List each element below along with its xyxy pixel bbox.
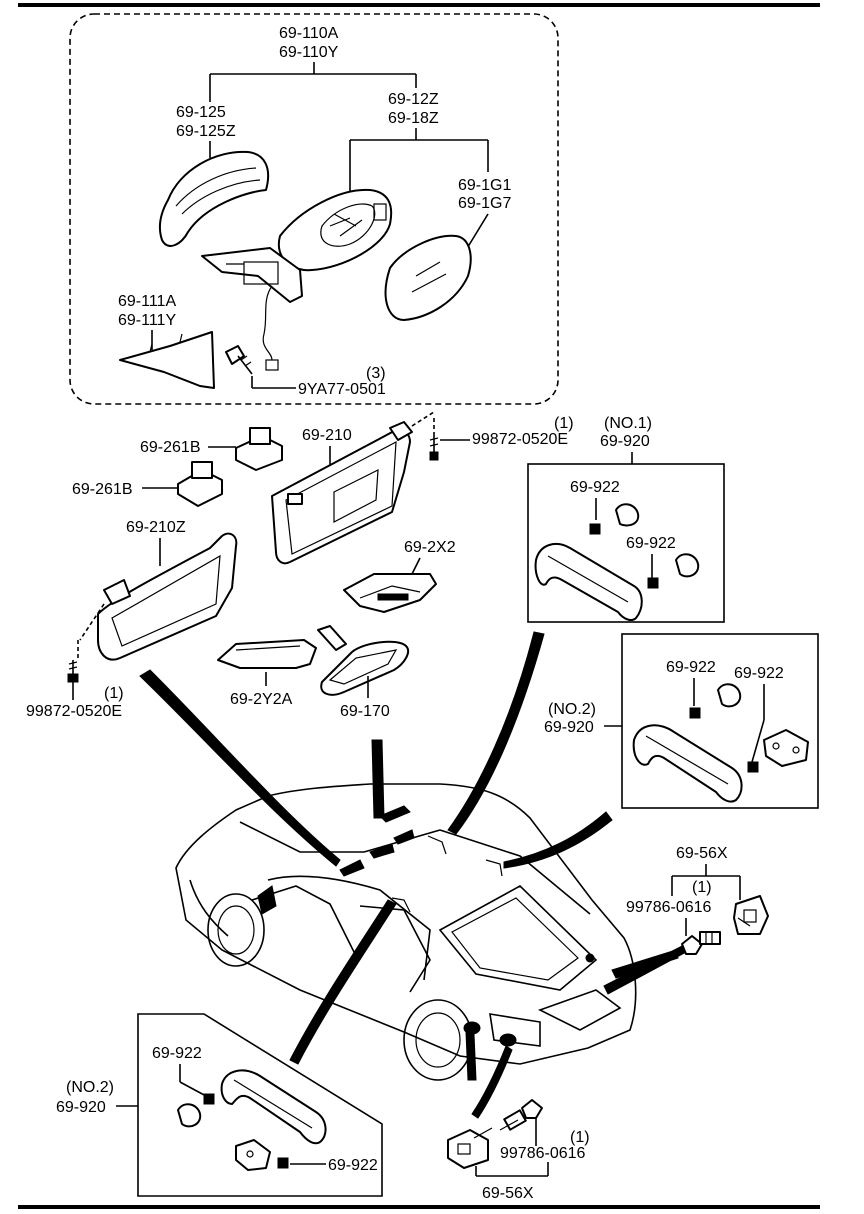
label-grip-no2-right-qty: (NO.2) — [548, 701, 596, 718]
label-visor-clip-lower: 69-261B — [72, 481, 133, 498]
label-trunk-hook-left-bolt-qty: (1) — [570, 1129, 590, 1146]
visor-screw-lower-icon — [67, 660, 79, 683]
label-trunk-hook-right-bolt: 99786-0616 — [626, 899, 712, 916]
mirror-group-frame — [69, 13, 559, 405]
label-mirror-glass-1: 69-1G1 — [458, 177, 511, 194]
grip-no1-handle-part — [534, 543, 643, 621]
label-mirror-bolt-qty: (3) — [366, 365, 386, 382]
label-grip-no1-cap-b: 69-922 — [626, 535, 676, 552]
trunk-hook-right-icon — [733, 895, 769, 935]
label-mirror-glass-2: 69-1G7 — [458, 195, 511, 212]
label-grip-no2-left-cap-a: 69-922 — [152, 1045, 202, 1062]
visor-group: 69-261B 69-261B 69-210 (1) 99872-0520E 6… — [26, 411, 574, 720]
label-screw-upper-qty: (1) — [554, 415, 574, 432]
leader-sweeps — [139, 631, 691, 1119]
visor-clip-lower-icon — [177, 461, 223, 507]
mirror-bolt-icon — [225, 345, 253, 375]
label-mirror-garnish-interior: 69-2Y2A — [230, 691, 293, 708]
grip-no1-clip-b-icon — [647, 553, 700, 589]
trunk-hook-right-bolt-icon — [681, 931, 721, 955]
label-grip-no2-left: 69-920 — [56, 1099, 106, 1116]
grip-no1-frame — [527, 463, 725, 623]
label-grip-no2-right-cap-a: 69-922 — [666, 659, 716, 676]
label-mirror-body-1: 69-12Z — [388, 91, 439, 108]
assist-grip-no2-right-group: (NO.2) 69-920 69-922 69-922 — [544, 633, 819, 809]
outside-mirror-group: 69-110A 69-110Y 69-125 69-125Z 69-12Z 69… — [69, 13, 559, 405]
label-mirror-cover-interior: 69-2X2 — [404, 539, 456, 556]
trunk-hook-right-group: 69-56X (1) 99786-0616 — [626, 845, 769, 955]
label-trunk-hook-right-bolt-qty: (1) — [692, 879, 712, 896]
assist-grip-no1-group: (NO.1) 69-920 69-922 69-922 — [527, 415, 725, 623]
trunk-hook-left-group: (1) 99786-0616 69-56X — [447, 1099, 590, 1202]
label-grip-no1: 69-920 — [600, 433, 650, 450]
grip-no2-right-clip-a-icon — [689, 683, 742, 719]
mirror-garnish-part — [119, 331, 215, 389]
visor-clip-upper-icon — [235, 427, 283, 471]
vehicle-outline — [175, 783, 637, 1081]
label-grip-no2-right-cap-b: 69-922 — [734, 665, 784, 682]
label-mirror-assembly-1: 69-110A — [279, 25, 339, 42]
grip-no2-left-clip-a-icon — [177, 1093, 215, 1128]
label-screw-lower: 99872-0520E — [26, 703, 122, 720]
mirror-cover-part — [159, 150, 270, 247]
grip-no2-left-bracket-icon — [235, 1139, 289, 1171]
label-mirror-body-2: 69-18Z — [388, 110, 439, 127]
label-grip-no1-cap-a: 69-922 — [570, 479, 620, 496]
mirror-glass-part — [384, 234, 472, 321]
label-visor-clip-upper: 69-261B — [140, 439, 201, 456]
label-mirror-assembly-2: 69-110Y — [279, 44, 339, 61]
label-trunk-hook-left-bolt: 99786-0616 — [500, 1145, 586, 1162]
trunk-hook-left-icon — [447, 1127, 493, 1169]
mirror-body-part — [277, 188, 393, 272]
label-mirror-cover-1: 69-125 — [176, 104, 226, 121]
label-screw-upper: 99872-0520E — [472, 431, 568, 448]
grip-no2-right-bracket-icon — [747, 729, 809, 773]
label-visor-left: 69-210Z — [126, 519, 186, 536]
label-trunk-hook-left: 69-56X — [482, 1185, 534, 1202]
label-grip-no2-right: 69-920 — [544, 719, 594, 736]
grip-no2-right-handle-part — [632, 724, 743, 803]
interior-mirror-cover-part — [343, 573, 437, 613]
label-mirror-garnish-2: 69-111Y — [118, 312, 176, 329]
label-grip-no2-left-qty: (NO.2) — [66, 1079, 114, 1096]
visor-screw-upper-icon — [429, 436, 439, 461]
grip-no2-left-frame — [137, 1013, 383, 1197]
assist-grip-no2-left-group: (NO.2) 69-920 69-922 69-922 — [56, 1013, 383, 1197]
grip-no1-clip-a-icon — [589, 503, 640, 535]
label-screw-lower-qty: (1) — [104, 685, 124, 702]
label-mirror-bolt: 9YA77-0501 — [298, 381, 386, 398]
trunk-hook-left-bolt-icon — [499, 1099, 543, 1131]
label-trunk-hook-right: 69-56X — [676, 845, 728, 862]
visor-left-part — [97, 532, 238, 661]
label-grip-no1-qty: (NO.1) — [604, 415, 652, 432]
mirror-garnish-interior-part — [217, 639, 317, 669]
label-grip-no2-left-cap-b: 69-922 — [328, 1157, 378, 1174]
rear-view-mirror-part — [320, 640, 410, 696]
label-rear-view-mirror: 69-170 — [340, 703, 390, 720]
label-mirror-garnish-1: 69-111A — [118, 293, 176, 310]
label-visor-right: 69-210 — [302, 427, 352, 444]
label-mirror-cover-2: 69-125Z — [176, 123, 236, 140]
grip-no2-right-frame — [621, 633, 819, 809]
